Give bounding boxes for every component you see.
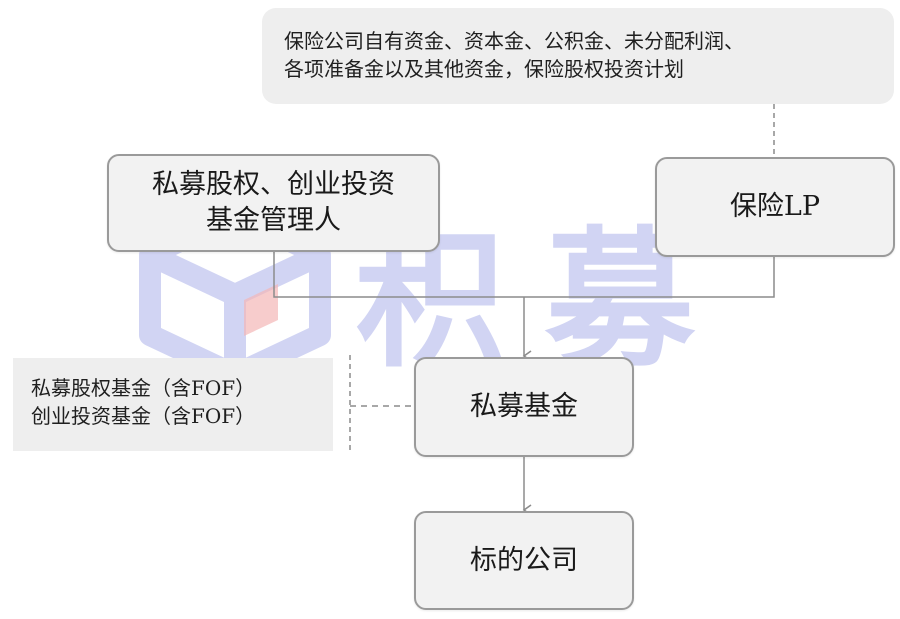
insurance-lp-node: 保险LP: [655, 157, 895, 257]
fund-manager-node: 私募股权、创业投资 基金管理人: [107, 154, 440, 252]
target-company-node: 标的公司: [414, 511, 634, 610]
target-company-label: 标的公司: [470, 544, 578, 576]
fund-type-line-1: 私募股权基金（含FOF）: [31, 376, 256, 400]
fund-manager-label-line-2: 基金管理人: [206, 205, 341, 236]
funding-source-note: 保险公司自有资金、资本金、公积金、未分配利润、 各项准备金以及其他资金，保险股权…: [262, 8, 894, 104]
fund-type-note: 私募股权基金（含FOF） 创业投资基金（含FOF）: [13, 358, 333, 451]
private-fund-node: 私募基金: [414, 357, 634, 457]
fund-manager-label-line-1: 私募股权、创业投资: [152, 169, 395, 200]
fund-type-line-2: 创业投资基金（含FOF）: [31, 404, 256, 428]
funding-source-line-2: 各项准备金以及其他资金，保险股权投资计划: [284, 57, 684, 81]
insurance-lp-label: 保险LP: [729, 191, 821, 222]
private-fund-label: 私募基金: [470, 391, 578, 422]
funding-source-line-1: 保险公司自有资金、资本金、公积金、未分配利润、: [284, 29, 744, 53]
merge-connector: [273, 252, 775, 298]
